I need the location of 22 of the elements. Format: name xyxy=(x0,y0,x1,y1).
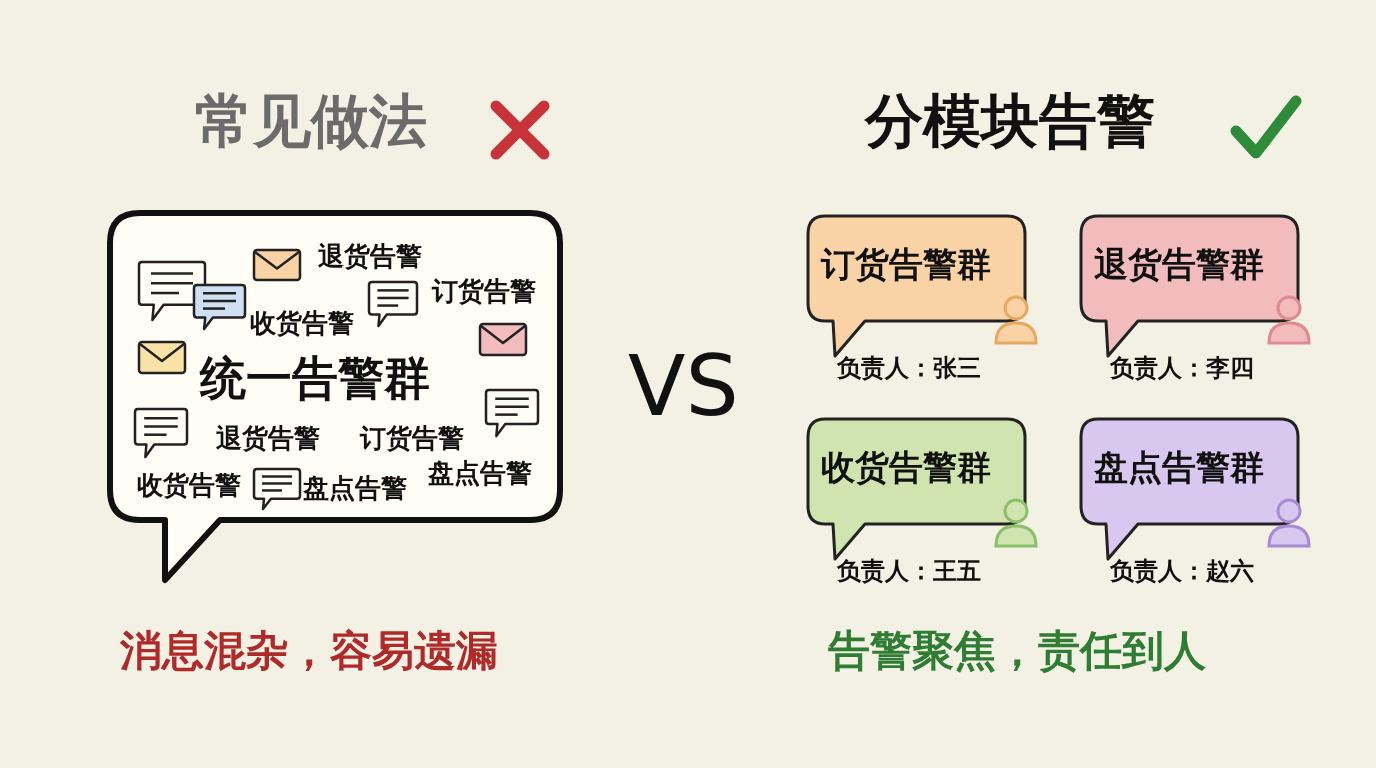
group-name: 统一告警群 xyxy=(200,353,430,404)
caption: 告警聚焦，责任到人 xyxy=(828,628,1206,675)
alert-text: 订货告警 xyxy=(360,424,464,453)
alert-text: 盘点告警 xyxy=(303,474,407,503)
alert-text: 收货告警 xyxy=(137,471,241,500)
caption: 消息混杂，容易遗漏 xyxy=(120,628,498,675)
group-name: 退货告警群 xyxy=(1094,246,1264,284)
vs-text: VS xyxy=(628,340,739,433)
heading: 分模块告警 xyxy=(865,90,1155,154)
owner-text: 负责人：王五 xyxy=(837,558,981,585)
alert-text: 订货告警 xyxy=(432,277,536,306)
owner-text: 负责人：张三 xyxy=(837,355,981,382)
owner-text: 负责人：赵六 xyxy=(1110,558,1254,585)
alert-text: 盘点告警 xyxy=(428,459,532,488)
alert-text: 退货告警 xyxy=(216,424,320,453)
alert-text: 退货告警 xyxy=(318,242,422,271)
owner-text: 负责人：李四 xyxy=(1110,355,1254,382)
heading: 常见做法 xyxy=(195,90,427,154)
alert-text: 收货告警 xyxy=(250,309,354,338)
group-name: 订货告警群 xyxy=(821,246,991,284)
group-name: 盘点告警群 xyxy=(1094,449,1264,487)
group-name: 收货告警群 xyxy=(821,449,991,487)
